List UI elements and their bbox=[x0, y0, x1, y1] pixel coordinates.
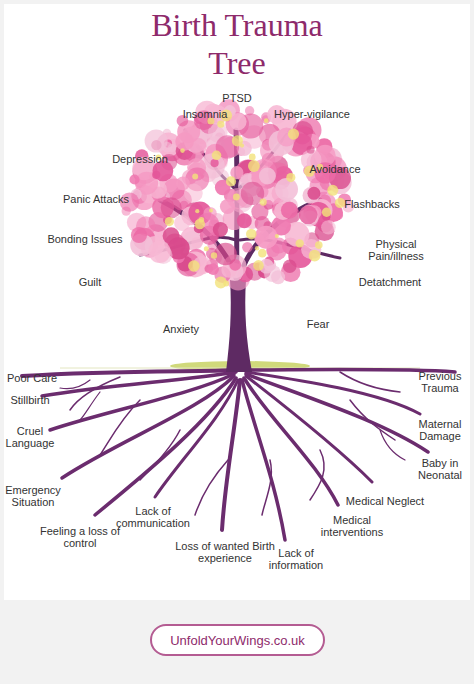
blossom bbox=[283, 259, 297, 273]
blossom bbox=[307, 187, 320, 200]
blossom-highlight bbox=[264, 118, 269, 123]
blossom-highlight bbox=[188, 260, 200, 272]
blossom-highlight bbox=[246, 229, 257, 240]
blossom-highlight bbox=[232, 135, 243, 146]
blossom bbox=[176, 176, 190, 190]
blossom bbox=[131, 227, 147, 243]
blossom-highlight bbox=[217, 120, 224, 127]
blossom bbox=[175, 132, 194, 151]
cause-label: Emergency Situation bbox=[0, 484, 66, 508]
symptom-label: Depression bbox=[100, 153, 180, 165]
blossom bbox=[207, 263, 219, 275]
branches bbox=[140, 130, 340, 285]
blossom-highlight bbox=[335, 198, 345, 208]
blossom-highlight bbox=[258, 249, 267, 258]
blossom bbox=[213, 222, 228, 237]
website-text: UnfoldYourWings.co.uk bbox=[170, 633, 305, 648]
symptom-label: Insomnia bbox=[170, 108, 240, 120]
blossom-highlight bbox=[286, 173, 295, 182]
symptom-label: Hyper-vigilance bbox=[262, 108, 362, 120]
cause-label: Stillbirth bbox=[0, 394, 60, 406]
blossom-highlight bbox=[275, 234, 279, 238]
blossom-highlight bbox=[233, 194, 240, 201]
blossom-highlight bbox=[223, 281, 229, 287]
blossom bbox=[129, 174, 139, 184]
blossom-highlight bbox=[253, 260, 264, 271]
blossom-highlight bbox=[180, 148, 185, 153]
symptom-label: Physical Pain/illness bbox=[361, 238, 431, 262]
cause-label: Baby in Neonatal bbox=[412, 457, 468, 481]
blossom-highlight bbox=[309, 250, 321, 262]
blossom bbox=[307, 146, 315, 154]
blossom-highlight bbox=[195, 209, 199, 213]
blossom-highlight bbox=[255, 246, 259, 250]
blossom-highlight bbox=[199, 217, 205, 223]
blossom bbox=[145, 130, 168, 153]
symptom-label: Detatchment bbox=[345, 276, 435, 288]
symptom-label: Guilt bbox=[65, 276, 115, 288]
blossom-highlight bbox=[226, 176, 236, 186]
blossom-highlight bbox=[322, 208, 331, 217]
blossom-highlight bbox=[209, 209, 213, 213]
roots bbox=[22, 370, 455, 541]
blossom-highlight bbox=[249, 154, 256, 161]
blossom bbox=[259, 168, 276, 185]
blossom bbox=[242, 242, 253, 253]
cause-label: Lack of information bbox=[261, 547, 331, 571]
cause-label: Medical interventions bbox=[315, 514, 390, 538]
blossom bbox=[214, 243, 237, 266]
page-panel bbox=[4, 4, 470, 600]
cause-label: Medical Neglect bbox=[340, 495, 430, 507]
symptom-label: Fear bbox=[293, 318, 343, 330]
symptom-label: Flashbacks bbox=[332, 198, 412, 210]
blossom-highlight bbox=[165, 217, 174, 226]
blossom bbox=[275, 178, 298, 201]
cause-label: Poor Care bbox=[1, 372, 63, 384]
blossom-highlight bbox=[288, 129, 299, 140]
cause-label: Maternal Damage bbox=[411, 418, 469, 442]
blossom bbox=[168, 144, 177, 153]
blossom-highlight bbox=[212, 151, 222, 161]
blossom bbox=[161, 197, 182, 218]
blossom bbox=[281, 202, 298, 219]
blossom-highlight bbox=[315, 241, 323, 249]
blossom bbox=[174, 215, 190, 231]
tree-trunk bbox=[226, 280, 252, 372]
blossom-highlight bbox=[211, 252, 217, 258]
symptom-label: Avoidance bbox=[295, 163, 375, 175]
blossom bbox=[149, 241, 171, 263]
blossom bbox=[299, 206, 318, 225]
cause-label: Previous Trauma bbox=[412, 370, 468, 394]
blossom-highlight bbox=[260, 199, 267, 206]
symptom-label: Panic Attacks bbox=[46, 193, 146, 205]
blossom bbox=[321, 220, 336, 235]
blossom-highlight bbox=[296, 239, 304, 247]
blossom-highlight bbox=[204, 246, 209, 251]
blossom bbox=[333, 210, 343, 220]
symptom-label: PTSD bbox=[207, 92, 267, 104]
symptom-label: Bonding Issues bbox=[35, 233, 135, 245]
blossom-highlight bbox=[248, 160, 260, 172]
blossom bbox=[237, 213, 252, 228]
blossom-highlight bbox=[192, 174, 198, 180]
blossom bbox=[255, 226, 278, 249]
tree-canopy bbox=[120, 99, 354, 290]
cause-label: Feeling a loss of control bbox=[30, 525, 130, 549]
website-badge: UnfoldYourWings.co.uk bbox=[150, 624, 325, 656]
diagram-title: Birth Trauma Tree bbox=[137, 6, 337, 82]
blossom bbox=[211, 159, 219, 167]
cause-label: Lack of communication bbox=[113, 505, 193, 529]
blossom-highlight bbox=[327, 185, 338, 196]
symptom-label: Anxiety bbox=[151, 323, 211, 335]
cause-label: Cruel Language bbox=[0, 425, 60, 449]
